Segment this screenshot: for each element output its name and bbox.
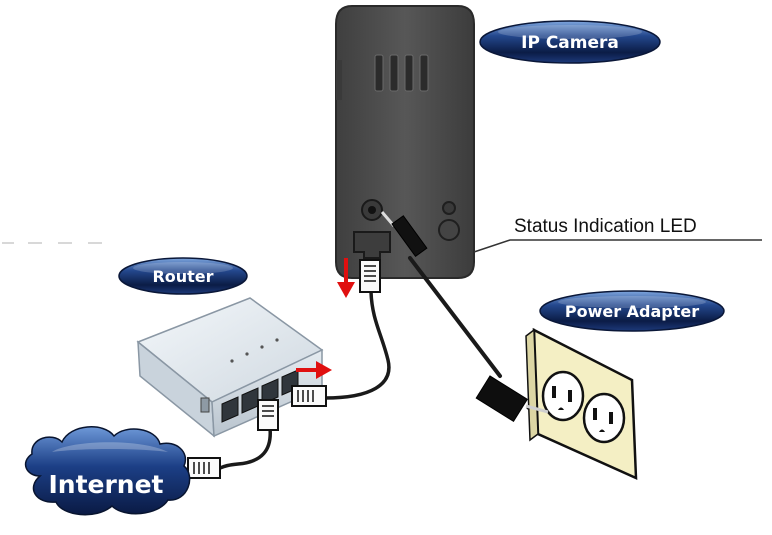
router-device [138,298,322,436]
outlet-receptacle-upper [543,372,583,420]
power-adapter-badge: Power Adapter [540,291,724,331]
router-badge: Router [119,258,247,294]
router-label: Router [152,267,213,286]
ethernet-cable-internet [220,428,270,468]
internet-label: Internet [48,470,163,499]
rj45-plug-camera [360,260,380,292]
rj45-plug-router [292,386,326,406]
outlet-receptacle-lower [584,394,624,442]
rj45-plug-wan [258,400,278,430]
reset-button [439,220,459,240]
rj45-plug-internet [188,458,220,478]
internet-cloud: Internet [26,427,190,515]
ip-camera-label: IP Camera [521,33,619,53]
status-led [443,202,455,214]
status-led-callout: Status Indication LED [474,216,762,252]
router-switch [201,398,209,412]
ethernet-cable-camera [325,292,389,398]
status-led-label: Status Indication LED [514,216,697,237]
wall-outlet [526,330,636,478]
power-adapter-label: Power Adapter [565,302,699,321]
ip-camera-badge: IP Camera [480,21,660,63]
